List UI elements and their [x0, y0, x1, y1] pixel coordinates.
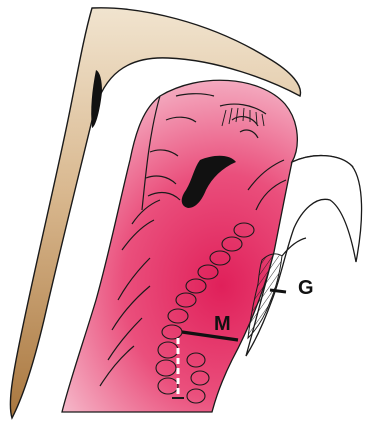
label-m: M — [214, 313, 231, 335]
label-g: G — [298, 277, 314, 299]
tissue-body — [62, 80, 352, 412]
measure-bar-g — [270, 290, 286, 292]
